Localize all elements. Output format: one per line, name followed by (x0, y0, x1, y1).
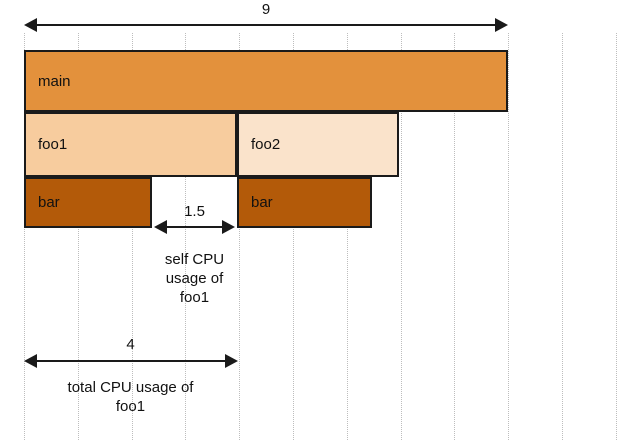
measure-value-total-cpu-foo1: 4 (126, 336, 135, 353)
gridline (77, 33, 79, 440)
measure-line-self-cpu-foo1 (161, 226, 228, 228)
caption-total-cpu-line-1: total CPU usage of (67, 379, 194, 396)
frame-foo1[interactable]: foo1 (24, 112, 237, 177)
caption-self-cpu-line-1: self CPU (164, 251, 225, 268)
caption-self-cpu-line-3: foo1 (179, 289, 210, 306)
frame-label-foo2: foo2 (251, 136, 281, 153)
measure-arrow-left-total-main (24, 18, 37, 32)
frame-label-main: main (38, 72, 71, 90)
measure-arrow-left-self-cpu-foo1 (154, 220, 167, 234)
caption-self-cpu-line-2: usage of (165, 270, 224, 287)
gridline (400, 33, 402, 440)
gridline (185, 33, 187, 440)
frame-label-bar-a: bar (38, 194, 60, 211)
caption-total-cpu-foo1: total CPU usage of foo1 (22, 378, 239, 416)
caption-self-cpu-foo1: self CPU usage of foo1 (129, 250, 260, 307)
measure-arrow-right-total-main (495, 18, 508, 32)
gridline (346, 33, 348, 440)
measure-arrow-right-total-cpu-foo1 (225, 354, 238, 368)
gridline (293, 33, 294, 440)
gridline (131, 33, 133, 440)
gridline (508, 33, 510, 440)
frame-label-bar-b: bar (251, 194, 273, 211)
frame-label-foo1: foo1 (38, 136, 68, 153)
measure-line-total-main (31, 24, 501, 26)
frame-main[interactable]: main (24, 50, 508, 112)
frame-foo2[interactable]: foo2 (237, 112, 399, 177)
frame-bar-a[interactable]: bar (24, 177, 152, 228)
measure-line-total-cpu-foo1 (31, 360, 231, 362)
gridline (454, 33, 456, 440)
measure-value-self-cpu-foo1: 1.5 (184, 203, 205, 220)
gridline (562, 33, 563, 440)
measure-value-total-main: 9 (261, 1, 271, 18)
gridline (239, 33, 241, 440)
gridline (24, 33, 25, 440)
frame-bar-b[interactable]: bar (237, 177, 372, 228)
measure-arrow-right-self-cpu-foo1 (222, 220, 235, 234)
gridline (615, 33, 617, 440)
caption-total-cpu-line-2: foo1 (115, 398, 146, 415)
measure-arrow-left-total-cpu-foo1 (24, 354, 37, 368)
